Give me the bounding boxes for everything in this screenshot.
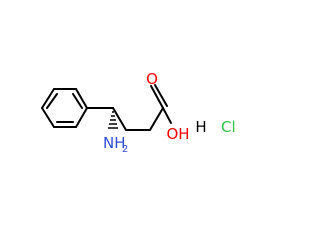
amine-label: NH [103, 134, 126, 152]
ring-double-bond-2 [46, 93, 58, 109]
carbonyl-oxygen-label: O [146, 70, 158, 88]
hashed-wedge-bond [108, 111, 118, 129]
amine-subscript: 2 [122, 144, 128, 155]
chain-bond-3 [149, 107, 164, 131]
molecule-canvas: O OH NH 2 H Cl [41, 70, 236, 155]
ring-bond-6 [75, 107, 88, 128]
ring-bond-2 [41, 107, 55, 128]
ring-bond-5 [75, 88, 88, 109]
carbonyl-double-bond-a [150, 85, 164, 109]
ring-double-bond-3 [72, 93, 83, 109]
hydroxyl-bond [162, 107, 172, 124]
hydroxyl-label: OH [166, 125, 189, 143]
hcl-chlorine-label: Cl [221, 118, 236, 136]
hcl-hydrogen-label: H [195, 118, 206, 136]
structure-drawing: O OH NH 2 H Cl [41, 70, 236, 155]
carbonyl-double-bond-b [154, 84, 168, 107]
ring-bond-3 [41, 88, 55, 109]
chain-bond-1 [112, 107, 127, 131]
benzene-ring [41, 88, 88, 128]
